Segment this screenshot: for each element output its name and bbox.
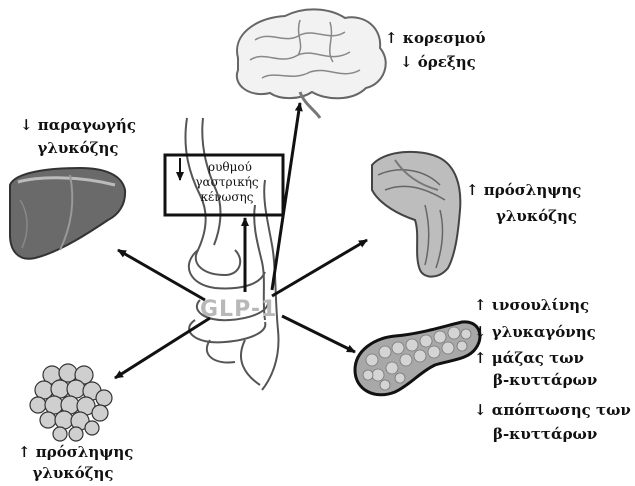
brain-effect-satiety: ↑ κορεσμού	[385, 28, 486, 49]
fat-effect-line1: ↑ πρόσληψης	[18, 442, 128, 463]
liver-effect-line2: γλυκόζης	[8, 138, 148, 159]
pancreas-effect-mass-line1: ↑ μάζας των	[474, 348, 584, 369]
muscle-icon	[372, 152, 460, 277]
gastric-box-line3: κένωσης	[175, 190, 279, 204]
arrows	[115, 103, 367, 378]
brain-effect-appetite: ↓ όρεξης	[400, 52, 476, 73]
liver-icon	[10, 168, 125, 259]
intestine-icon	[185, 118, 278, 390]
arrow-to-pancreas	[282, 316, 355, 352]
pancreas-effect-apoptosis-line2: β-κυττάρων	[493, 424, 597, 445]
muscle-effect-line1: ↑ πρόσληψης	[466, 180, 581, 201]
arrow-to-fat	[115, 318, 210, 378]
pancreas-effect-insulin: ↑ ινσουλίνης	[474, 295, 589, 316]
pancreas-effect-mass-line2: β-κυττάρων	[493, 370, 597, 391]
glp1-label: GLP-1	[200, 297, 277, 322]
adipose-tissue-icon	[30, 364, 112, 441]
pancreas-effect-apoptosis-line1: ↓ απόπτωσης των	[474, 400, 631, 421]
pancreas-effect-glucagon: ↓ γλυκαγόνης	[474, 322, 596, 343]
liver-effect-line1: ↓ παραγωγής	[8, 115, 148, 136]
muscle-effect-line2: γλυκόζης	[496, 206, 577, 227]
gastric-box-line1: ρυθμού	[182, 160, 278, 174]
arrow-to-muscle	[272, 240, 367, 296]
gastric-box-line2: γαστρικής	[175, 175, 279, 189]
pancreas-icon	[355, 322, 480, 395]
fat-effect-line2: γλυκόζης	[18, 463, 128, 484]
brain-icon	[237, 9, 386, 118]
